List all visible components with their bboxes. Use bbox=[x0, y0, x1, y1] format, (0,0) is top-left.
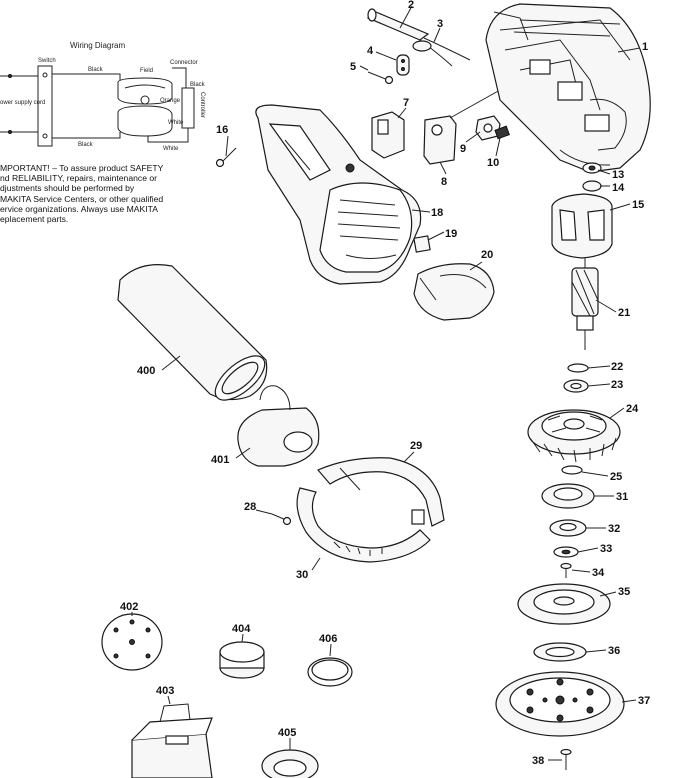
label-2: 2 bbox=[408, 0, 414, 11]
label-35: 35 bbox=[618, 586, 630, 598]
note-line: MPORTANT! – To assure product SAFETY bbox=[0, 163, 164, 173]
label-14: 14 bbox=[612, 182, 625, 194]
label-21: 21 bbox=[618, 307, 630, 319]
label-33: 33 bbox=[600, 543, 612, 555]
part-403-case bbox=[131, 703, 213, 778]
part-30-shroud bbox=[296, 487, 431, 563]
switch-box bbox=[37, 65, 53, 147]
label-25: 25 bbox=[610, 471, 622, 483]
wire-black-bottom: Black bbox=[78, 142, 94, 148]
note-line: MAKITA Service Centers, or other qualifi… bbox=[0, 193, 164, 204]
part-405-ring bbox=[261, 749, 319, 778]
label-9: 9 bbox=[460, 143, 466, 155]
leader-lines bbox=[131, 5, 641, 761]
part-37-pad bbox=[495, 671, 625, 737]
switch-parts bbox=[215, 8, 510, 253]
part-7-switch bbox=[371, 111, 405, 159]
part-10-brush bbox=[494, 125, 510, 140]
label-15: 15 bbox=[632, 199, 644, 211]
part-25-ring bbox=[561, 465, 583, 475]
pad-stack bbox=[495, 483, 625, 770]
note-line: djustments should be performed by bbox=[0, 183, 135, 194]
label-24: 24 bbox=[626, 403, 639, 415]
part-labels: 1 2 3 4 5 7 8 9 10 13 14 15 16 18 19 20 … bbox=[120, 0, 650, 767]
wire-orange: Orange bbox=[160, 98, 181, 104]
motor-stack bbox=[527, 162, 621, 475]
label-20: 20 bbox=[481, 249, 493, 261]
part-29-shroud-top bbox=[317, 457, 445, 527]
label-22: 22 bbox=[611, 361, 623, 373]
label-36: 36 bbox=[608, 645, 620, 657]
label-404: 404 bbox=[232, 623, 251, 635]
label-19: 19 bbox=[445, 228, 457, 240]
part-18-handle bbox=[255, 104, 422, 285]
label-18: 18 bbox=[431, 207, 443, 219]
controller-box bbox=[181, 87, 195, 129]
note-line: eplacement parts. bbox=[0, 214, 69, 225]
label-5: 5 bbox=[350, 61, 356, 73]
label-13: 13 bbox=[612, 169, 624, 181]
label-1: 1 bbox=[642, 41, 648, 53]
wire-white-bottom: White bbox=[163, 146, 179, 152]
part-21-armature bbox=[571, 258, 599, 350]
field-coil bbox=[117, 77, 173, 105]
label-28: 28 bbox=[244, 501, 256, 513]
part-1-housing bbox=[485, 3, 651, 173]
part-38-screw bbox=[560, 748, 572, 756]
label-30: 30 bbox=[296, 569, 308, 581]
part-4-plate bbox=[396, 54, 410, 76]
label-29: 29 bbox=[410, 440, 422, 452]
part-401-adapter bbox=[237, 385, 320, 467]
connector-label: Connector bbox=[170, 60, 198, 66]
controller-label: Controller bbox=[199, 92, 205, 118]
label-10: 10 bbox=[487, 157, 499, 169]
label-16: 16 bbox=[216, 124, 228, 136]
part-20-nozzle bbox=[413, 263, 495, 321]
label-8: 8 bbox=[441, 176, 447, 188]
part-14-bearing bbox=[582, 180, 602, 192]
part-19-block bbox=[413, 235, 431, 253]
note-line: nd RELIABILITY, repairs, maintenance or bbox=[0, 173, 157, 184]
label-401: 401 bbox=[211, 454, 229, 466]
part-5-screw bbox=[384, 75, 394, 85]
part-22-ring bbox=[567, 363, 589, 373]
part-400-dust-bag bbox=[117, 264, 268, 401]
part-34-screw bbox=[560, 562, 572, 570]
label-31: 31 bbox=[616, 491, 628, 503]
label-406: 406 bbox=[319, 633, 337, 645]
label-37: 37 bbox=[638, 695, 650, 707]
part-404-pad bbox=[219, 641, 265, 679]
switch-label: Switch bbox=[38, 58, 56, 64]
label-402: 402 bbox=[120, 601, 138, 613]
wiring-diagram: Wiring Diagram Switch ower supply cord B… bbox=[0, 41, 206, 152]
label-34: 34 bbox=[592, 567, 605, 579]
wire-black-top: Black bbox=[88, 67, 104, 73]
label-7: 7 bbox=[403, 97, 409, 109]
label-405: 405 bbox=[278, 727, 296, 739]
label-23: 23 bbox=[611, 379, 623, 391]
label-400: 400 bbox=[137, 365, 155, 377]
supply-cord-label: ower supply cord bbox=[0, 100, 45, 106]
label-3: 3 bbox=[437, 18, 443, 30]
label-38: 38 bbox=[532, 755, 544, 767]
part-28-screw bbox=[282, 516, 292, 526]
part-24-fan bbox=[527, 409, 621, 463]
label-32: 32 bbox=[608, 523, 620, 535]
part-16-screw bbox=[215, 158, 225, 168]
part-15-field bbox=[551, 193, 613, 259]
wire-white-mid: White bbox=[168, 120, 184, 126]
label-4: 4 bbox=[367, 45, 374, 57]
part-2-lever bbox=[366, 11, 430, 41]
label-403: 403 bbox=[156, 685, 174, 697]
wire-black-right: Black bbox=[190, 82, 206, 88]
part-402-disc bbox=[101, 613, 163, 671]
field-label: Field bbox=[140, 68, 153, 74]
safety-note: MPORTANT! – To assure product SAFETY nd … bbox=[0, 163, 200, 224]
wiring-title: Wiring Diagram bbox=[70, 41, 125, 50]
part-8-controller bbox=[423, 115, 457, 165]
note-line: ervice organizations. Always use MAKITA bbox=[0, 203, 158, 214]
part-406-pad bbox=[307, 657, 353, 687]
